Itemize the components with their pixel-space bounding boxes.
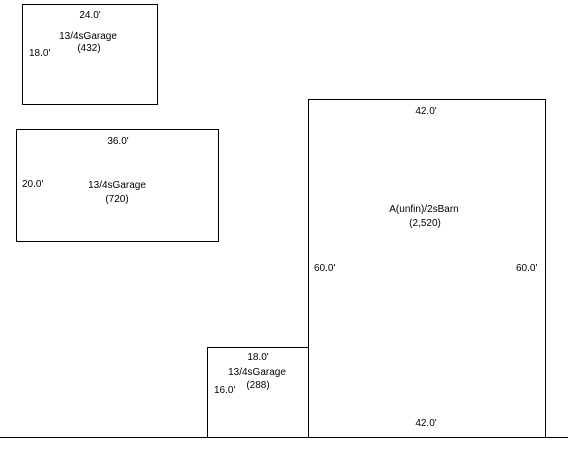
- ground-line: [0, 437, 568, 438]
- barn-top-dimension: 42.0': [415, 106, 437, 117]
- garage-c-top-dimension: 18.0': [247, 352, 269, 363]
- garage-c-name: 13/4sGarage: [228, 367, 286, 378]
- barn-name: A(unfin)/2sBarn: [389, 204, 459, 215]
- barn-left-dimension: 60.0': [314, 263, 336, 274]
- garage-a-outline: [22, 4, 158, 105]
- garage-a-name: 13/4sGarage: [59, 31, 117, 42]
- barn-bottom-dimension: 42.0': [415, 418, 437, 429]
- barn-area: (2,520): [409, 218, 441, 229]
- garage-b-name: 13/4sGarage: [88, 180, 146, 191]
- garage-c-area: (288): [246, 380, 270, 391]
- garage-b-side-dimension: 20.0': [22, 179, 44, 190]
- garage-b-top-dimension: 36.0': [107, 136, 129, 147]
- barn-right-dimension: 60.0': [516, 263, 538, 274]
- garage-a-side-dimension: 18.0': [29, 48, 51, 59]
- garage-a-top-dimension: 24.0': [79, 10, 101, 21]
- garage-b-area: (720): [105, 194, 129, 205]
- barn-outline: [308, 99, 546, 438]
- garage-b-outline: [16, 129, 219, 242]
- garage-c-side-dimension: 16.0': [214, 385, 236, 396]
- garage-a-area: (432): [77, 43, 101, 54]
